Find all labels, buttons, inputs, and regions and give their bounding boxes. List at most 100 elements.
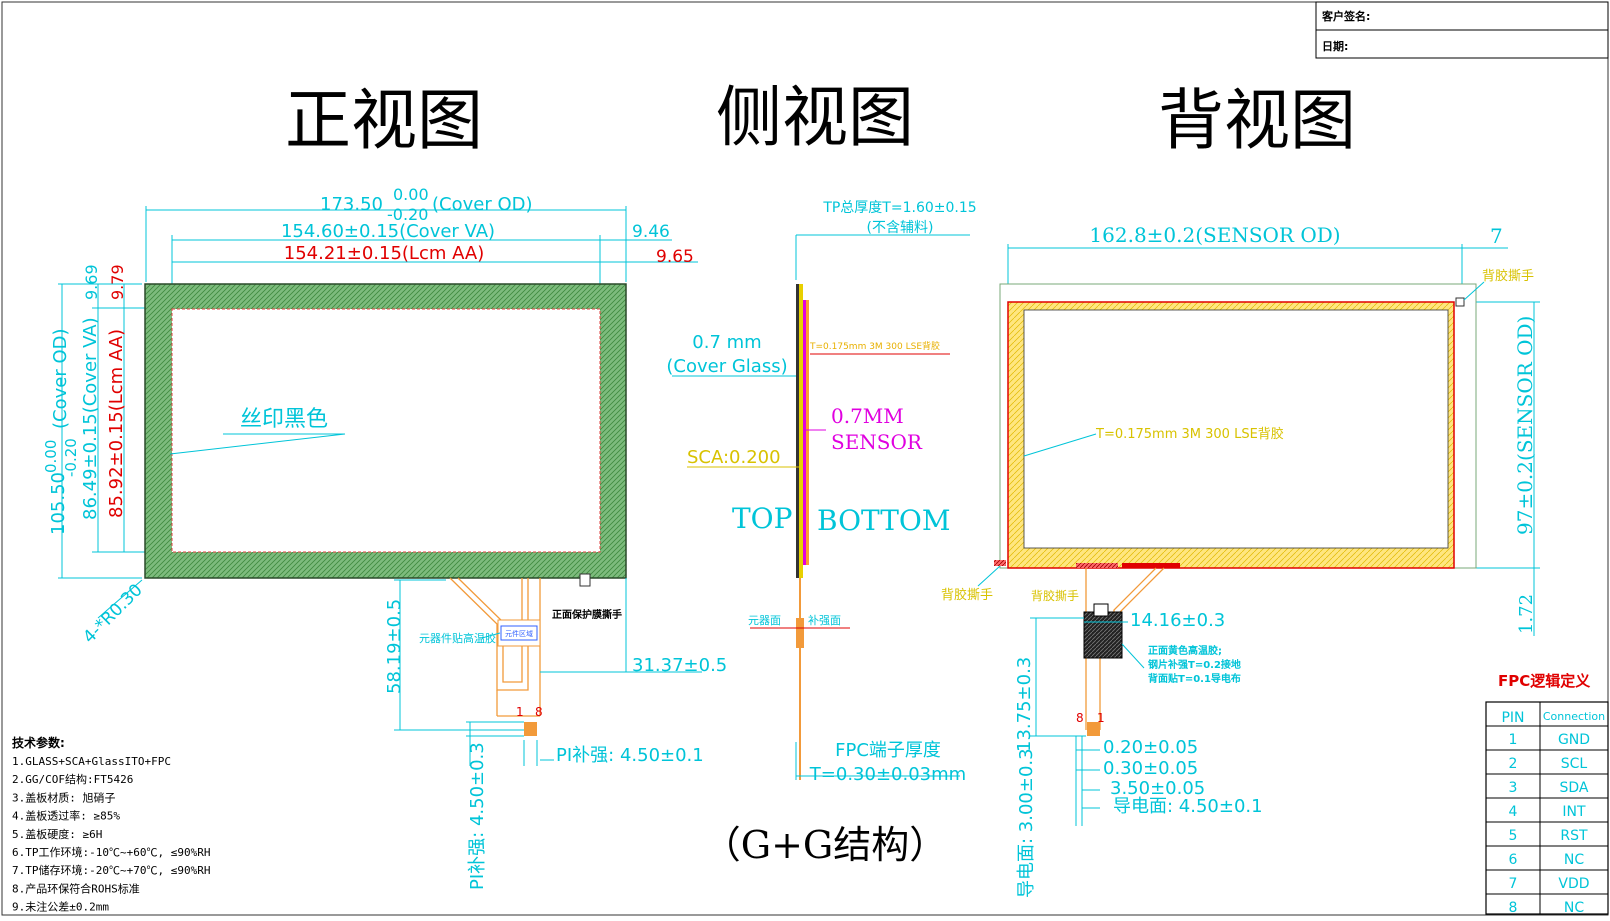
front-view: 173.50 0.00 -0.20 (Cover OD) 154.60±0.15… [42,185,727,890]
back-fpc-length: 13.75±0.3 [1014,657,1035,752]
back-sensor-window [1023,309,1449,549]
sensor-od-height: 97±0.2(SENSOR OD) [1513,316,1537,535]
tech-param-item: 7.TP储存环境:-20℃~+70℃, ≤90%RH [12,863,210,877]
adhesive-tab-fpc: 背胶撕手 [1031,588,1079,603]
sca-layer [799,284,803,578]
tech-params-list: 1.GLASS+SCA+GlassITO+FPC2.GG/COF结构:FT542… [12,755,210,914]
cover-od-height-group: 105.50 0.00 -0.20 (Cover OD) [42,328,80,535]
stiffener-note-1: 正面黄色高温胶; [1148,644,1222,657]
fpc-row-connection: NC [1564,900,1584,916]
pin-1-back: 1 [1097,711,1105,725]
stiffener-note-3: 背面贴T=0.1导电布 [1148,672,1241,685]
cover-od-tol-bottom: -0.20 [387,205,428,224]
fpc-row-connection: GND [1558,732,1590,748]
cover-thickness: 0.7 mm [692,332,761,353]
pi-stiffener-height: PI补强: 4.50±0.3 [467,742,488,890]
side-stiffener [796,618,804,648]
adhesive-tab-fpc-shape [1093,603,1109,617]
fpc-row-pin: 4 [1509,804,1518,820]
sca-label: SCA:0.200 [687,447,781,468]
tech-param-item: 6.TP工作环境:-10℃~+60℃, ≤90%RH [12,845,210,859]
adhesive-layer [806,300,809,565]
stiffener-side: 补强面 [808,614,841,627]
offset-9-79: 9.79 [108,264,127,300]
adhesive-tab-top-shape [1455,297,1465,307]
fpc-row-pin: 2 [1509,756,1518,772]
component-side: 元器面 [748,614,781,627]
bottom-label: BOTTOM [817,504,951,537]
fpc-row-pin: 5 [1509,828,1518,844]
fpc-row-pin: 1 [1509,732,1518,748]
fpc-row-connection: NC [1564,852,1584,868]
front-fpc [449,577,541,717]
top-label: TOP [732,502,792,535]
stiffener-note-2: 钢片补强T=0.2接地 [1148,658,1241,671]
tech-params-heading: 技术参数: [12,735,65,750]
tech-param-item: 9.未注公差±0.2mm [12,900,109,914]
back-conductive-pad [1087,722,1100,736]
pin-8-back: 8 [1076,711,1084,725]
adhesive-tab-left: 背胶撕手 [941,587,993,603]
front-fpc-offset: 31.37±0.5 [632,655,727,676]
cover-glass-label: (Cover Glass) [666,356,787,377]
fpc-row-pin: 3 [1509,780,1518,796]
front-film-tab: 正面保护膜撕手 [552,608,622,621]
front-view-title: 正视图 [285,82,483,159]
fpc-row-connection: VDD [1558,876,1589,892]
pin-1-front: 1 [516,705,524,719]
side-adhesive-note: T=0.175mm 3M 300 LSE背胶 [809,340,940,352]
view-area [171,308,601,553]
fpc-row-pin: 6 [1509,852,1518,868]
front-fpc-length: 58.19±0.5 [384,599,405,694]
side-view: TP总厚度T=1.60±0.15 (不含辅料) 0.7 mm (Cover Gl… [666,200,976,867]
side-view-title: 侧视图 [716,79,914,156]
sensor-od-width: 162.8±0.2(SENSOR OD) [1089,223,1340,247]
back-view: 162.8±0.2(SENSOR OD) 7 97±0.2(SENSOR OD)… [941,223,1540,898]
sensor-layer [803,300,806,565]
back-fpc-width: 14.16±0.3 [1130,610,1225,631]
front-film-tab-shape [579,573,591,587]
lcm-aa-width: 154.21±0.15(Lcm AA) [284,243,485,264]
cover-od-h-tol-bottom: -0.20 [62,438,80,477]
offset-9-46: 9.46 [632,222,670,242]
component-label: 元器件贴高温胶 [419,631,496,645]
tech-params: 技术参数: 1.GLASS+SCA+GlassITO+FPC2.GG/COF结构… [12,735,210,914]
sensor-label: SENSOR [831,430,923,454]
corner-radius: 4-*R0.30 [79,580,146,647]
back-steel-stiffener [1083,611,1123,659]
date-label: 日期: [1322,39,1348,53]
cover-od-height: 105.50 [48,472,69,535]
offset-9-65: 9.65 [656,247,694,267]
offset-1-72: 1.72 [1516,594,1537,634]
dim-3-50: 3.50±0.05 [1110,778,1205,799]
cover-od-width: 173.50 [320,194,383,215]
fpc-row-connection: SCL [1561,756,1588,772]
fpc-row-connection: INT [1562,804,1586,820]
back-adhesive-note: T=0.175mm 3M 300 LSE背胶 [1095,426,1284,442]
fpc-row-connection: RST [1560,828,1588,844]
cover-od-h-tol-top: 0.00 [42,440,60,473]
title-block: 客户签名: 日期: [1315,1,1609,59]
component-box [500,625,538,641]
conductive-height: 导电面: 3.00±0.3 [1016,748,1037,898]
tech-param-item: 8.产品环保符合ROHS标准 [12,881,140,895]
front-pi-stiffener [524,722,537,736]
cover-od-h-suffix: (Cover OD) [50,328,71,429]
fpc-row-pin: 8 [1509,900,1518,916]
adhesive-tab-top: 背胶撕手 [1482,268,1534,284]
back-view-title: 背视图 [1158,82,1356,159]
tech-param-item: 2.GG/COF结构:FT5426 [12,772,133,786]
fpc-thickness-title: FPC端子厚度 [835,740,941,761]
customer-sign-label: 客户签名: [1321,9,1370,23]
adhesive-tab-left-shape [994,560,1006,566]
cover-va-height: 86.49±0.15(Cover VA) [80,317,101,520]
tp-thickness-note: (不含辅料) [867,220,934,236]
conductive-width: 导电面: 4.50±0.1 [1113,796,1263,817]
cover-od-suffix: (Cover OD) [432,194,533,215]
cover-glass-layer [796,284,799,578]
